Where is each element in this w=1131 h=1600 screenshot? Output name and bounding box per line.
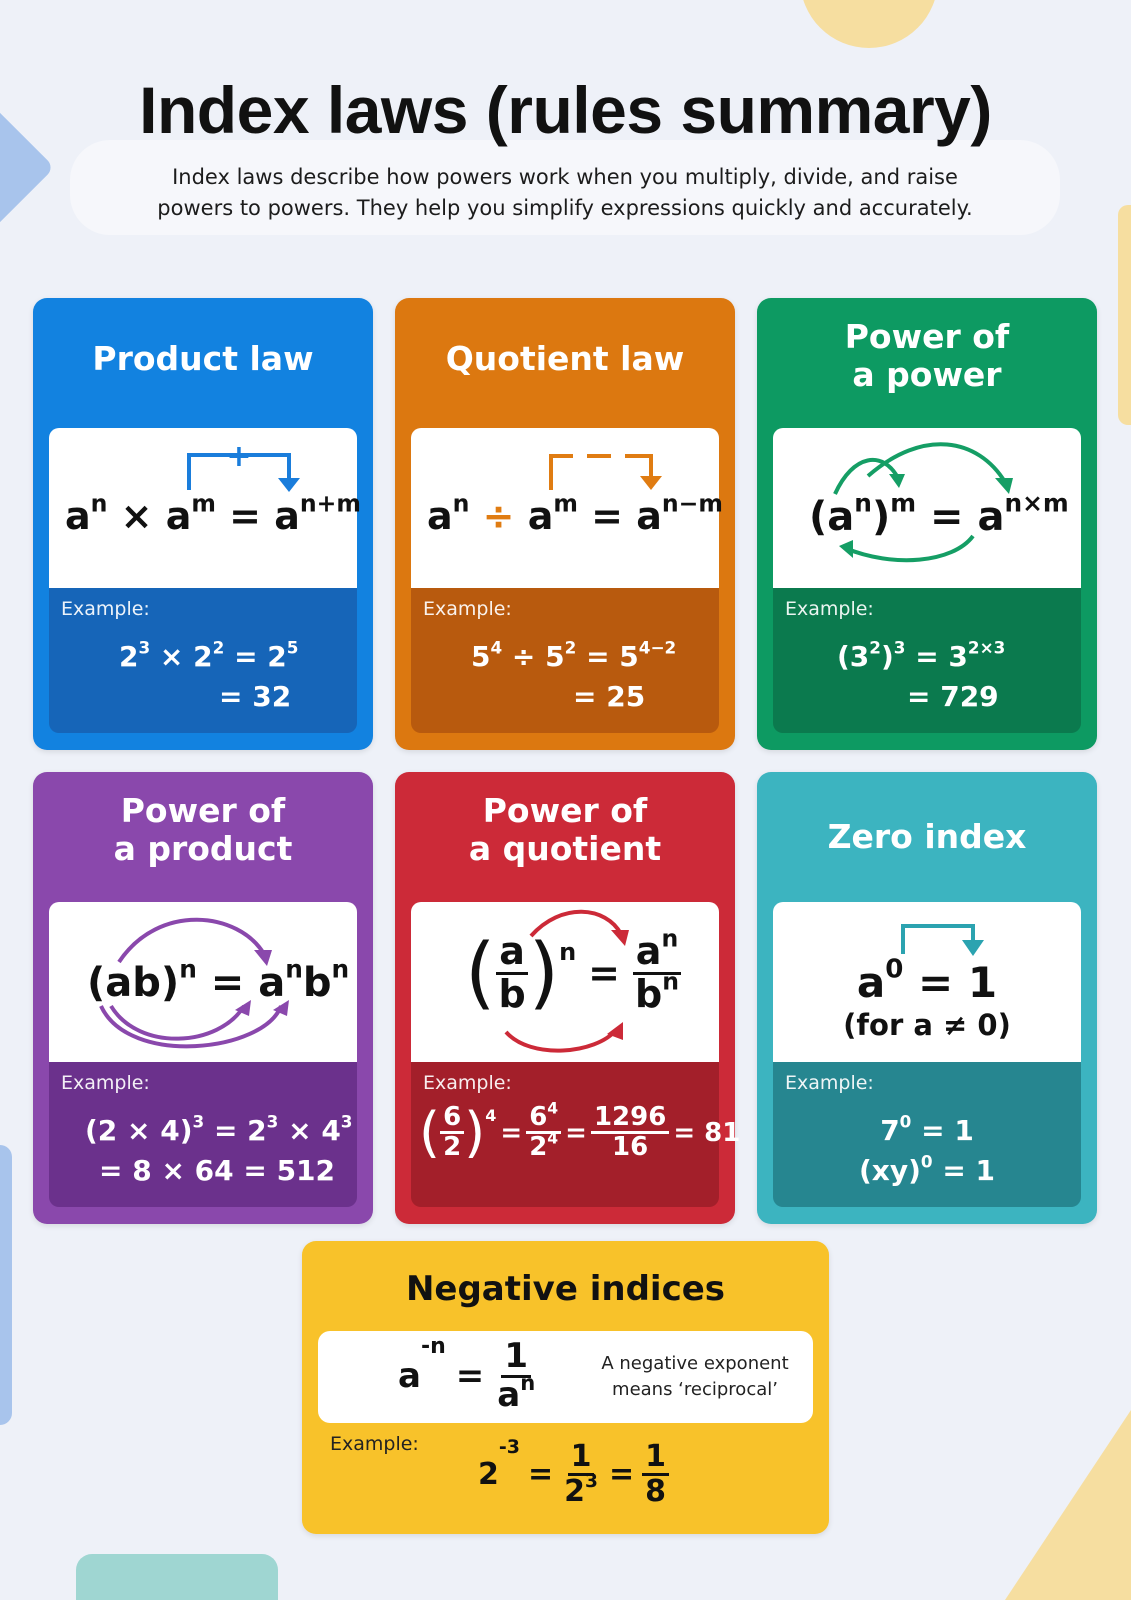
example-box: Example: 70 = 1 (xy)0 = 1 xyxy=(773,1062,1081,1207)
example-box: Example: 54 ÷ 52 = 54−2 = 25 xyxy=(411,588,719,733)
intro-line-2: powers to powers. They help you simplify… xyxy=(157,196,973,220)
example-label: Example: xyxy=(61,598,150,620)
formula-box: a0 = 1 (for a ≠ 0) xyxy=(773,902,1081,1062)
card-title: Quotient law xyxy=(445,339,685,378)
example-line-1: (2 × 4)3 = 23 × 43 xyxy=(85,1111,353,1147)
example-box: Example: (2 × 4)3 = 23 × 43 = 8 × 64 = 5… xyxy=(49,1062,357,1207)
card-power-of-a-product: Power of a product (ab)n = anbn Example:… xyxy=(33,772,373,1224)
intro-line-1: Index laws describe how powers work when… xyxy=(172,165,958,189)
distribute-exponent-arrows-icon xyxy=(99,917,289,1049)
intro-panel xyxy=(70,140,1060,235)
power-of-power-formula: (an)m = an×m xyxy=(809,488,1069,540)
example-line-2: (xy)0 = 1 xyxy=(858,1151,996,1187)
page-title: Index laws (rules summary) xyxy=(139,73,992,147)
card-title: Negative indices xyxy=(405,1269,726,1309)
distribute-exponent-arrows-icon xyxy=(504,909,629,1053)
example-label: Example: xyxy=(423,598,512,620)
decor-bar-left xyxy=(0,1145,12,1425)
example-line-2: = 25 xyxy=(573,680,646,713)
reciprocal-note: A negative exponent means ‘reciprocal’ xyxy=(601,1353,789,1400)
quotient-formula: an ÷ am = an−m xyxy=(427,489,723,538)
example-line-1: 54 ÷ 52 = 54−2 xyxy=(471,637,677,673)
decor-circle-top xyxy=(800,0,938,48)
add-exponents-arrow-icon: + xyxy=(187,439,300,492)
example-label: Example: xyxy=(785,598,874,620)
product-formula: an × am = an+m xyxy=(65,489,361,538)
card-title: Product law xyxy=(92,339,314,378)
example-line-1: 23 × 22 = 25 xyxy=(119,637,299,673)
card-zero-index: Zero index a0 = 1 (for a ≠ 0) Example: 7… xyxy=(757,772,1097,1224)
decor-block-bottom xyxy=(76,1554,278,1600)
example-line-1: (32)3 = 32×3 xyxy=(837,637,1006,673)
example-line-2: = 32 xyxy=(219,680,292,713)
card-product-law: Product law + an × am = an+m Example: 23… xyxy=(33,298,373,750)
zero-index-condition: (for a ≠ 0) xyxy=(843,1008,1011,1042)
example-label: Example: xyxy=(423,1072,512,1094)
card-title: Power of a power xyxy=(844,317,1010,394)
intro-text: Index laws describe how powers work when… xyxy=(115,162,1015,224)
card-title: Zero index xyxy=(827,817,1027,856)
formula-box: an ÷ am = an−m xyxy=(411,428,723,588)
example-box: Example: (32)3 = 32×3 = 729 xyxy=(773,588,1081,733)
multiply-exponents-arrows-icon xyxy=(833,442,1013,563)
subtract-exponents-arrow-icon xyxy=(549,453,662,490)
zero-exponent-arrow-icon xyxy=(901,924,984,956)
formula-box: (an)m = an×m xyxy=(773,428,1081,588)
example-label: Example: xyxy=(61,1072,150,1094)
example-label: Example: xyxy=(330,1433,419,1455)
formula-box: + an × am = an+m xyxy=(49,428,361,588)
power-of-product-formula: (ab)n = anbn xyxy=(87,954,350,1006)
example-line-2: = 8 × 64 = 512 xyxy=(99,1154,336,1187)
example-label: Example: xyxy=(785,1072,874,1094)
example-line-2: = 729 xyxy=(907,680,999,713)
card-title: Power of a quotient xyxy=(468,791,662,868)
plus-symbol: + xyxy=(226,439,251,474)
card-power-of-a-power: Power of a power (an)m = an×m Example: (… xyxy=(757,298,1097,750)
example-line-1: 70 = 1 xyxy=(880,1111,974,1147)
zero-index-formula: a0 = 1 xyxy=(856,954,998,1007)
decor-bar-right xyxy=(1118,205,1131,425)
decor-triangle-right xyxy=(1005,1410,1131,1600)
formula-box: (ab)n = anbn xyxy=(49,902,357,1062)
card-quotient-law: Quotient law an ÷ am = an−m Example: 54 … xyxy=(395,298,735,750)
card-title: Power of a product xyxy=(113,791,293,868)
example-box: Example: 23 × 22 = 25 = 32 xyxy=(49,588,357,733)
